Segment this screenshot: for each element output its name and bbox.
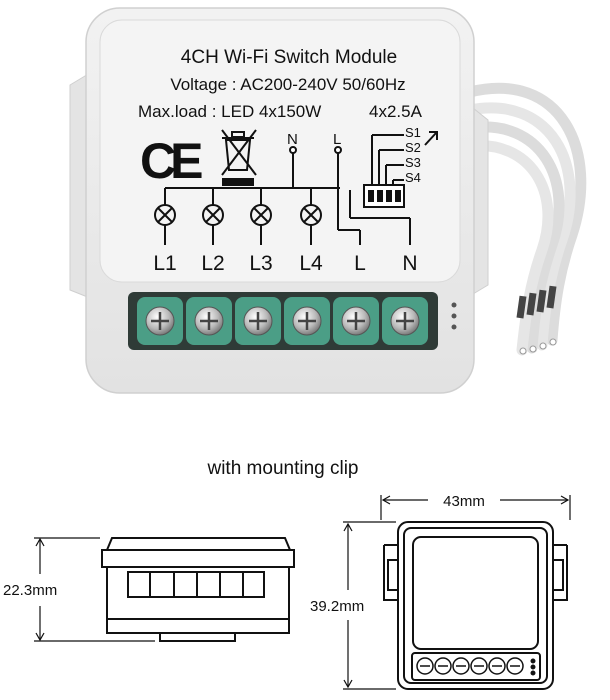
terminal-label-l: L [354,252,366,275]
switch-input-s4: S4 [405,170,421,185]
terminal-label-l2: L2 [201,252,224,275]
wire-tips [516,285,557,319]
width-label: 43mm [443,493,485,510]
switch-input-s3: S3 [405,155,421,170]
front-view-drawing [383,521,568,690]
max-load-current: 4x2.5A [369,102,423,121]
front-height-label: 39.2mm [310,598,364,615]
weee-bin-icon [221,129,257,186]
switch-input-s2: S2 [405,140,421,155]
wiring-schematic [154,131,438,245]
front-height-dimension-line [343,521,396,690]
side-view-drawing [101,537,295,642]
top-neutral-label: N [287,131,298,148]
terminal-label-n: N [402,252,417,275]
product-title: 4CH Wi-Fi Switch Module [181,47,397,68]
side-height-dimension-line [34,537,155,642]
indicator-dots [451,302,457,330]
voltage-rating: Voltage : AC200-240V 50/60Hz [170,75,405,94]
side-height-label: 22.3mm [3,582,57,599]
ce-mark: CE [140,133,202,189]
terminal-label-l4: L4 [299,252,323,275]
top-live-label: L [333,131,341,148]
switch-input-s1: S1 [405,125,421,140]
max-load-led: Max.load : LED 4x150W [138,102,321,121]
terminal-label-l1: L1 [153,252,176,275]
width-dimension-line [380,495,571,520]
terminal-block [128,292,457,350]
wire-bundle [464,82,587,356]
terminal-label-l3: L3 [249,252,272,275]
terminal-screws [137,297,428,345]
mounting-clip-caption: with mounting clip [206,458,358,479]
